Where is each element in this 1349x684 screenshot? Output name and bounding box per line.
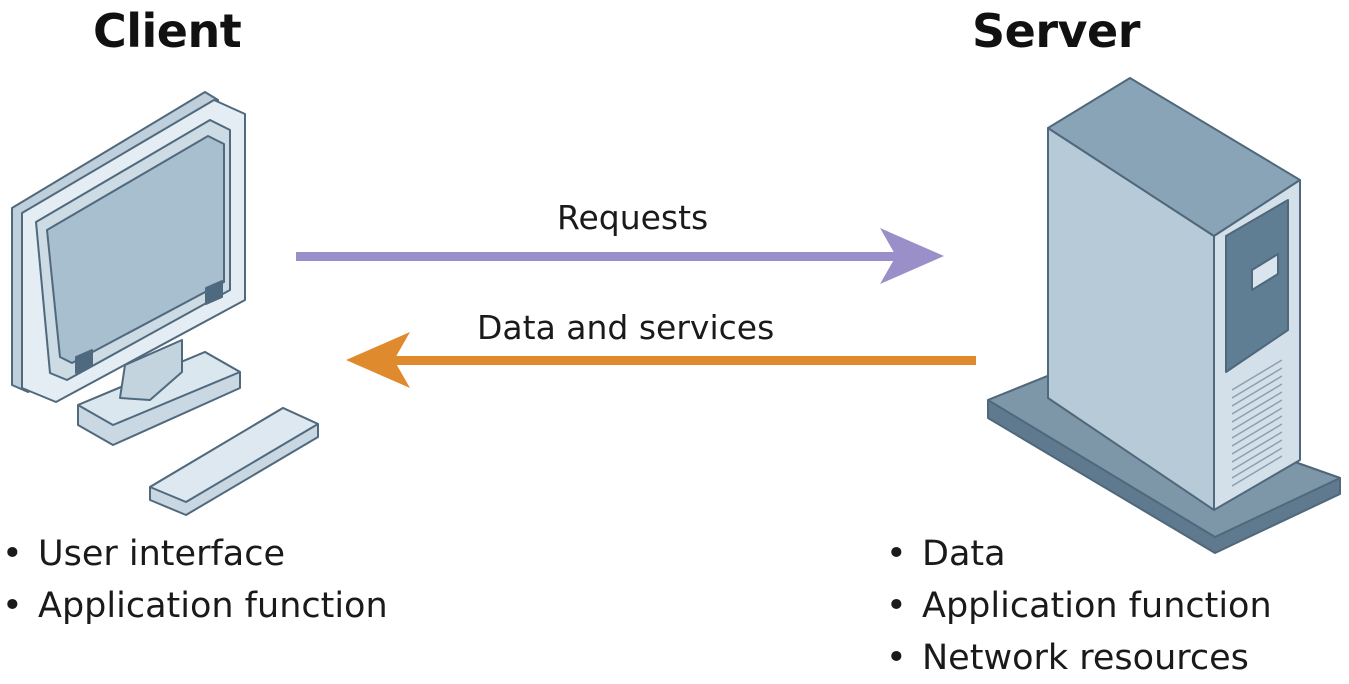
requests-label: Requests: [557, 198, 709, 237]
tower-server-icon: [987, 77, 1341, 554]
server-feature-item: Data: [884, 528, 1272, 580]
client-feature-item: Application function: [0, 580, 388, 632]
client-feature-item: User interface: [0, 528, 388, 580]
request-arrow: [296, 228, 944, 284]
server-feature-item: Application function: [884, 580, 1272, 632]
response-arrow: [346, 332, 976, 388]
desktop-computer-icon: [11, 91, 319, 516]
client-feature-list: User interface Application function: [0, 528, 388, 632]
data-and-services-label: Data and services: [477, 308, 775, 347]
server-title: Server: [972, 4, 1140, 58]
client-title: Client: [93, 4, 242, 58]
server-feature-item: Network resources: [884, 632, 1272, 684]
server-feature-list: Data Application function Network resour…: [884, 528, 1272, 684]
